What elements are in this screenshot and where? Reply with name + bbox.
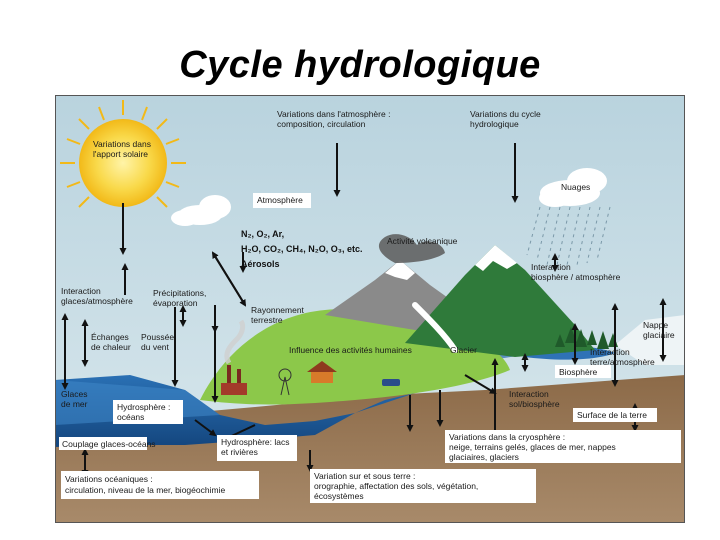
glacier-flow xyxy=(412,302,458,353)
page-title: Cycle hydrologique xyxy=(179,44,541,86)
car xyxy=(382,379,400,386)
cloud-right xyxy=(539,168,607,207)
ice-sheet xyxy=(615,315,685,365)
ocean-var-box xyxy=(61,471,259,499)
gases-label-line1: N₂, O₂, Ar, xyxy=(241,229,284,239)
green-mountain xyxy=(405,245,595,357)
rain xyxy=(526,206,611,266)
hydro-ocean-label: Hydrosphère :océans xyxy=(117,402,170,422)
human-influence-label: Influence des activités humaines xyxy=(289,345,412,355)
aerosols-label: Aérosols xyxy=(241,259,280,269)
biosphere-label: Biosphère xyxy=(559,367,598,377)
glacier-label: Glacier xyxy=(450,345,477,355)
atmosphere-variations-label: Variations dans l'atmosphère :compositio… xyxy=(277,109,390,129)
mountain-snow xyxy=(475,245,517,271)
house xyxy=(307,361,337,383)
clouds-label: Nuages xyxy=(561,182,590,192)
cryosphere-label: Variations dans la cryosphère :neige, te… xyxy=(449,432,616,462)
cloud-left xyxy=(171,195,231,226)
gases-label-line2: H₂O, CO₂, CH₄, N₂O, O₃, etc. xyxy=(241,244,362,254)
diagram-border xyxy=(55,95,685,523)
precipitation-label: Précipitations,évaporation xyxy=(153,288,206,308)
windmill xyxy=(278,368,292,396)
surface-var-box xyxy=(310,469,536,503)
atmosphere-label: Atmosphère xyxy=(257,195,303,205)
volcano-snow xyxy=(385,260,415,280)
surface-variations-label: Variation sur et sous terre :orographie,… xyxy=(314,471,478,501)
hydro-ocean-box xyxy=(113,400,183,424)
land-surface-box xyxy=(573,408,657,422)
volcanic-plume xyxy=(378,234,445,263)
atmosphere-box xyxy=(253,193,311,208)
volcanic-activity-label: Activité volcanique xyxy=(387,236,458,246)
cryo-box xyxy=(445,430,681,463)
arrows xyxy=(61,143,667,477)
sun-icon xyxy=(60,100,186,225)
land-surface-label: Surface de la terre xyxy=(577,410,647,420)
ice-ocean-coupling-label: Couplage glaces-océans xyxy=(62,439,156,449)
biosphere-box xyxy=(555,365,611,378)
ocean-variations-label: Variations océaniques :circulation, nive… xyxy=(65,474,225,495)
hydro-lakes-box xyxy=(217,435,297,461)
factory xyxy=(221,319,247,395)
ice-ocean-box xyxy=(59,437,147,450)
